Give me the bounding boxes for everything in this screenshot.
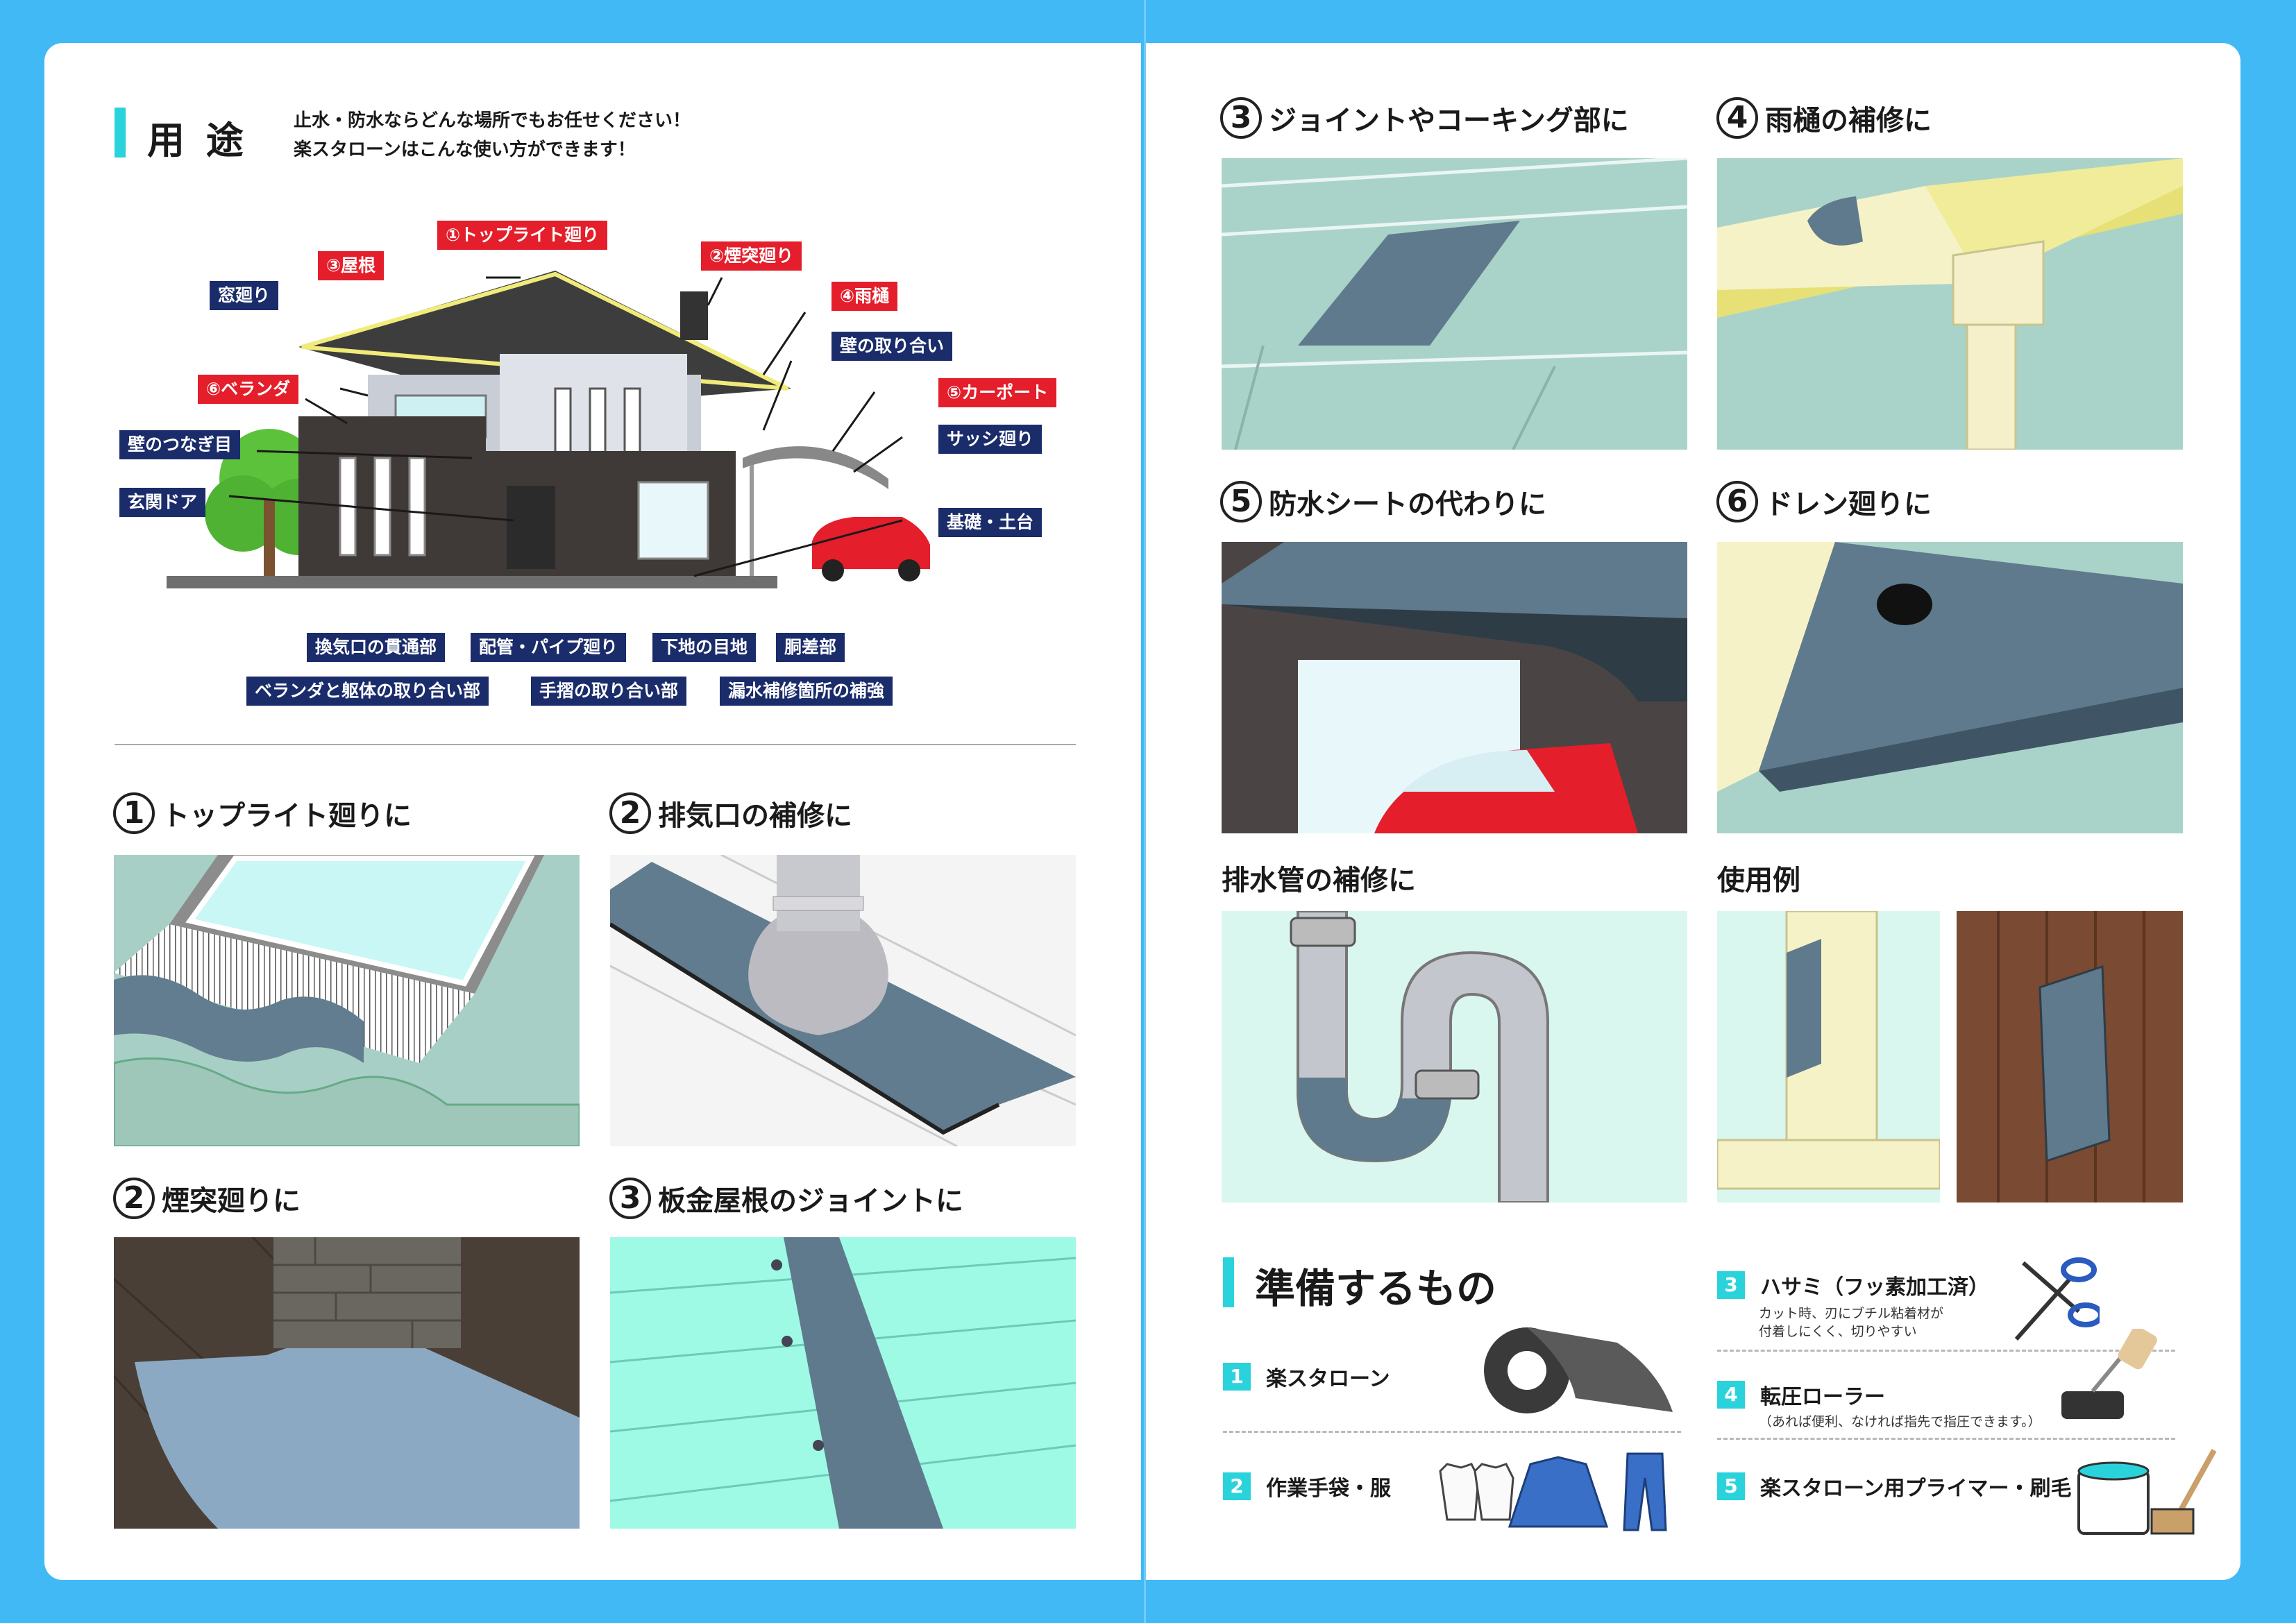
use-piping: 配管・パイプ廻り	[471, 633, 627, 662]
prep-number: 3	[1717, 1271, 1745, 1299]
panel-number: 2	[113, 1178, 155, 1219]
prep-note-roller: （あれば便利、なければ指先で指圧できます。）	[1759, 1414, 2041, 1429]
roller-icon	[2058, 1329, 2162, 1426]
label-wall-joint: 壁の取り合い	[832, 332, 953, 361]
image-chimney	[114, 1237, 580, 1529]
label-entrance: 玄関ドア	[119, 488, 206, 517]
label-foundation: 基礎・土台	[938, 508, 1043, 537]
use-leak-repair: 漏水補修箇所の補強	[720, 677, 893, 706]
primer-brush-icon	[2075, 1443, 2221, 1540]
image-sheet-metal-joint	[610, 1237, 1076, 1529]
prep-number: 5	[1717, 1472, 1745, 1500]
label-carport: ⑤カーポート	[938, 378, 1057, 407]
label-roof: ③屋根	[318, 251, 385, 280]
label-veranda: ⑥ベランダ	[198, 375, 299, 404]
image-rain-gutter	[1717, 158, 2183, 450]
uses-intro-line1: 止水・防水ならどんな場所でもお任せください！	[294, 110, 691, 131]
prep-number: 1	[1223, 1363, 1251, 1391]
use-veranda-body: ベランダと躯体の取り合い部	[246, 677, 489, 706]
prep-note-scissors-1: カット時、刃にブチル粘着材が	[1759, 1306, 1944, 1321]
image-joint-caulk	[1222, 158, 1687, 450]
label-chimney: ②煙突廻り	[701, 241, 802, 271]
uses-title: 用 途	[147, 119, 248, 162]
use-substrate-joint: 下地の目地	[652, 633, 757, 662]
panel-number: 3	[609, 1178, 651, 1219]
label-sash: サッシ廻り	[938, 425, 1043, 454]
use-handrail: 手摺の取り合い部	[531, 677, 687, 706]
dashed-divider	[1717, 1350, 2175, 1352]
panel-title-examples: 使用例	[1717, 865, 1800, 897]
panel-number: 4	[1716, 97, 1758, 139]
image-drain	[1717, 542, 2183, 833]
prep-number: 4	[1717, 1381, 1745, 1409]
panel-title-drain-pipe: 排水管の補修に	[1222, 865, 1416, 897]
panel-number: 3	[1220, 97, 1262, 139]
section-accent-bar	[115, 108, 126, 158]
tape-roll-icon	[1478, 1322, 1673, 1419]
gloves-clothes-icon	[1433, 1450, 1676, 1533]
image-toplight	[114, 855, 580, 1146]
label-gutter: ④雨樋	[832, 282, 898, 311]
prep-number: 2	[1223, 1472, 1251, 1500]
image-vent	[610, 855, 1076, 1146]
house-illustration	[167, 250, 965, 618]
label-window: 窓廻り	[210, 281, 279, 310]
dashed-divider	[1223, 1431, 1681, 1433]
use-belt-course: 胴差部	[776, 633, 845, 662]
scissors-icon	[2002, 1249, 2100, 1346]
panel-number: 6	[1716, 481, 1758, 522]
uses-intro-line2: 楽スタローンはこんな使い方ができます！	[294, 139, 636, 160]
use-vent-penetration: 換気口の貫通部	[307, 633, 446, 662]
image-drain-pipe	[1222, 911, 1687, 1203]
prep-title: 準備するもの	[1255, 1265, 1497, 1312]
label-toplight: ①トップライト廻り	[437, 221, 608, 250]
panel-number: 2	[609, 792, 651, 834]
prep-note-scissors-2: 付着しにくく、切りやすい	[1759, 1324, 1917, 1339]
panel-number: 1	[113, 792, 155, 834]
image-example-wall	[1957, 911, 2183, 1203]
dashed-divider	[1717, 1438, 2175, 1440]
page-spine	[1144, 0, 1146, 1623]
divider-line	[115, 744, 1076, 745]
panel-number: 5	[1220, 481, 1262, 522]
label-wall-seam: 壁のつなぎ目	[119, 430, 241, 459]
image-example-pipe	[1717, 911, 1940, 1203]
prep-accent-bar	[1223, 1257, 1234, 1307]
image-waterproof-sheet	[1222, 542, 1687, 833]
